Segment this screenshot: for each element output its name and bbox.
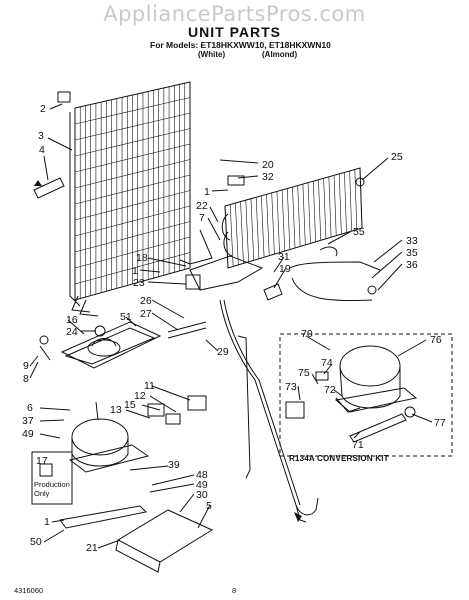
callout-37: 37 bbox=[22, 415, 34, 427]
drain-pan bbox=[60, 321, 162, 369]
variant-almond: (Almond) bbox=[262, 50, 298, 59]
callout-77: 77 bbox=[434, 417, 446, 429]
discharge-line bbox=[289, 261, 381, 271]
page-title: UNIT PARTS bbox=[188, 24, 281, 40]
watermark: AppliancePartsPros.com bbox=[103, 2, 366, 26]
production-inset bbox=[31, 451, 73, 505]
callout-74: 74 bbox=[321, 357, 333, 369]
callout-8: 8 bbox=[23, 373, 29, 385]
conversion-kit-box bbox=[279, 333, 453, 457]
callout-16: 16 bbox=[66, 314, 78, 326]
clip-strip bbox=[33, 177, 65, 199]
callout-11: 11 bbox=[144, 380, 155, 392]
callout-15: 15 bbox=[124, 399, 136, 411]
callout-23: 23 bbox=[133, 277, 145, 289]
callout-21: 21 bbox=[86, 542, 98, 554]
production-only-note: Production Only bbox=[34, 480, 70, 498]
grommet bbox=[57, 91, 71, 103]
callout-30: 30 bbox=[196, 489, 208, 501]
callout-1b: 1 bbox=[132, 265, 138, 277]
callout-25: 25 bbox=[391, 151, 403, 163]
callout-5: 5 bbox=[206, 500, 212, 512]
callout-1: 1 bbox=[204, 186, 210, 198]
relay bbox=[147, 403, 165, 417]
fin-coil bbox=[221, 167, 363, 269]
callout-36: 36 bbox=[406, 259, 418, 271]
compressor bbox=[68, 401, 150, 473]
callout-13: 13 bbox=[110, 404, 122, 416]
callout-31: 31 bbox=[278, 251, 290, 263]
callout-55: 55 bbox=[353, 226, 365, 238]
callout-75: 75 bbox=[298, 367, 310, 379]
callout-50: 50 bbox=[30, 536, 42, 548]
callout-39: 39 bbox=[168, 459, 180, 471]
callout-2: 2 bbox=[40, 103, 46, 115]
drier bbox=[349, 413, 407, 443]
overload bbox=[187, 395, 207, 411]
document-number: 4316060 bbox=[14, 586, 44, 595]
callout-9: 9 bbox=[23, 360, 29, 372]
callout-6: 6 bbox=[27, 402, 33, 414]
capillary-tube bbox=[237, 335, 251, 479]
callout-32: 32 bbox=[262, 171, 274, 183]
callout-71: 71 bbox=[352, 439, 364, 451]
callout-22: 22 bbox=[196, 200, 208, 212]
base-plate bbox=[59, 505, 214, 573]
callout-20: 20 bbox=[262, 159, 274, 171]
callout-18: 18 bbox=[136, 252, 148, 264]
kit-relay bbox=[285, 401, 305, 419]
callout-29: 29 bbox=[217, 346, 229, 358]
callout-33: 33 bbox=[406, 235, 418, 247]
model-list: For Models: ET18HKXWW10, ET18HKXWN10 bbox=[150, 40, 331, 50]
callout-51: 51 bbox=[120, 311, 132, 323]
callout-70: 70 bbox=[301, 328, 313, 340]
kit-compressor bbox=[334, 345, 418, 413]
callout-35: 35 bbox=[406, 247, 418, 259]
callout-26: 26 bbox=[140, 295, 152, 307]
callout-76: 76 bbox=[430, 334, 442, 346]
variant-white: (White) bbox=[198, 50, 226, 59]
callout-27: 27 bbox=[140, 308, 152, 320]
callout-17: 17 bbox=[36, 455, 48, 467]
mounting-bracket bbox=[179, 229, 213, 265]
callout-3: 3 bbox=[38, 130, 44, 142]
callout-12: 12 bbox=[134, 390, 146, 402]
callout-4: 4 bbox=[39, 144, 45, 156]
callout-49b: 49 bbox=[196, 479, 208, 491]
callout-7: 7 bbox=[199, 212, 205, 224]
callout-49: 49 bbox=[22, 428, 34, 440]
drain-bracket bbox=[189, 255, 264, 291]
callout-72: 72 bbox=[324, 384, 336, 396]
callout-73: 73 bbox=[285, 381, 297, 393]
condenser-coil bbox=[69, 81, 191, 317]
suction-tube bbox=[219, 299, 319, 516]
page-number: 8 bbox=[232, 586, 237, 595]
callout-19: 19 bbox=[279, 263, 291, 275]
callout-48: 48 bbox=[196, 469, 208, 481]
callout-24: 24 bbox=[66, 326, 78, 338]
callout-1c: 1 bbox=[44, 516, 50, 528]
conversion-kit-label: R134A CONVERSION KIT bbox=[289, 454, 389, 463]
